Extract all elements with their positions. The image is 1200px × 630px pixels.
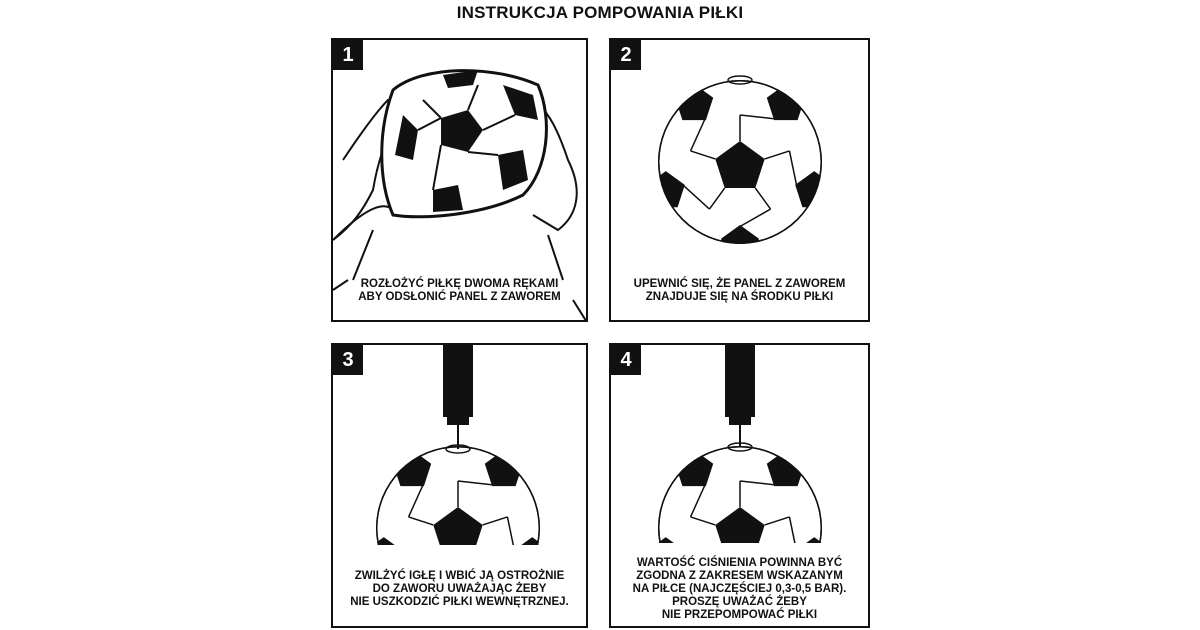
caption-line: ABY ODSŁONIĆ PANEL Z ZAWOREM (358, 291, 561, 303)
soccer-ball (658, 80, 822, 244)
step-4-caption: WARTOŚĆ CIŚNIENIA POWINNA BYĆ ZGODNA Z Z… (611, 557, 868, 622)
caption-line: ZWILŻYĆ IGŁĘ I WBIĆ JĄ OSTROŻNIE (354, 570, 565, 582)
step-3-panel: 3 ZWILŻYĆ IGŁĘ I WBIĆ JĄ OSTROŻNIE DO ZA… (331, 343, 588, 628)
soccer-ball (376, 446, 540, 545)
step-1-caption: ROZŁOŻYĆ PIŁKĘ DWOMA RĘKAMI ABY ODSŁONIĆ… (333, 278, 586, 304)
ball-valve-centered-illustration (658, 75, 822, 244)
step-2-caption: UPEWNIĆ SIĘ, ŻE PANEL Z ZAWOREM ZNAJDUJE… (611, 278, 868, 304)
caption-line: WARTOŚĆ CIŚNIENIA POWINNA BYĆ (636, 557, 843, 569)
step-number-badge: 3 (333, 345, 363, 375)
caption-line: NA PIŁCE (NAJCZĘŚCIEJ 0,3-0,5 BAR). (632, 583, 847, 595)
step-3-caption: ZWILŻYĆ IGŁĘ I WBIĆ JĄ OSTROŻNIE DO ZAWO… (333, 570, 586, 609)
caption-line: NIE USZKODZIĆ PIŁKI WEWNĘTRZNEJ. (350, 596, 569, 608)
step-number-badge: 2 (611, 40, 641, 70)
caption-line: PROSZĘ UWAŻAĆ ŻEBY (672, 596, 807, 608)
step-4-panel: 4 WARTOŚĆ CIŚNIENIA POWINNA BYĆ ZGODNA Z… (609, 343, 870, 628)
inflating-ball-illustration (658, 345, 822, 543)
soccer-ball (658, 446, 822, 543)
page-title: INSTRUKCJA POMPOWANIA PIŁKI (456, 3, 744, 22)
caption-line: NIE PRZEPOMPOWAĆ PIŁKI (661, 609, 818, 621)
caption-line: ZGODNA Z ZAKRESEM WSKAZANYM (636, 570, 843, 582)
step-1-panel: 1 ROZŁOŻYĆ PIŁKĘ DWOMA RĘKAMI ABY ODSŁON… (331, 38, 588, 322)
step-number-badge: 1 (333, 40, 363, 70)
step-2-panel: 2 UPEWNIĆ SIĘ, ŻE PANEL Z ZAWOREM ZNAJDU… (609, 38, 870, 322)
caption-line: DO ZAWORU UWAŻAJĄC ŻEBY (372, 583, 547, 595)
step-number-badge: 4 (611, 345, 641, 375)
caption-line: UPEWNIĆ SIĘ, ŻE PANEL Z ZAWOREM (633, 278, 846, 290)
caption-line: ROZŁOŻYĆ PIŁKĘ DWOMA RĘKAMI (360, 278, 559, 290)
needle-inserted-illustration (376, 345, 540, 545)
deflated-ball-in-hands-illustration (333, 69, 586, 320)
caption-line: ZNAJDUJE SIĘ NA ŚRODKU PIŁKI (645, 291, 834, 303)
